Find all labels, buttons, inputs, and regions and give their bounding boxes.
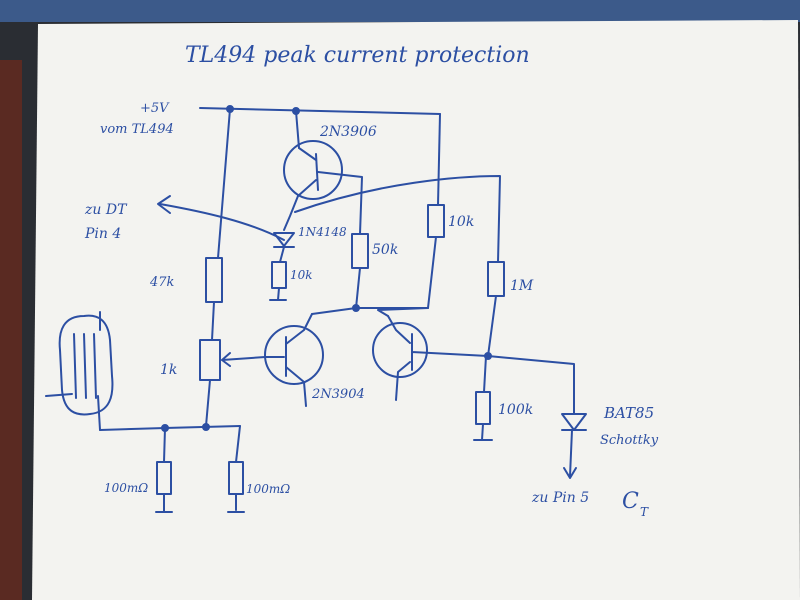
blue-strip [0,0,800,22]
wire [483,355,487,393]
paper-sheet [32,20,800,600]
mosfet-body [58,314,114,416]
wire [294,175,501,263]
wire [97,311,101,431]
red-edge [0,60,22,600]
label-2n3906: 2N3906 [319,124,377,140]
output-ct-symbol: C [622,489,639,514]
wire [285,313,313,407]
label-shunt-2: 100mΩ [246,482,290,496]
wire [569,429,573,477]
schematic [45,105,587,513]
wire [487,355,575,415]
supply-voltage-label: +5V [140,101,170,116]
label-1n4148: 1N4148 [298,225,347,239]
dt-wire [159,203,285,241]
wire [355,267,361,309]
ct-arrow [563,467,577,479]
transistor-npn-2-body [372,322,428,378]
wire [317,171,363,235]
transistor-2n3906-body [283,140,343,200]
wire [163,427,166,463]
junction-dot [202,423,210,431]
wire [297,147,317,197]
output-ct-subscript: T [640,505,649,519]
transistor-2n3904-body [264,325,324,385]
wire [283,195,299,231]
wire [155,493,173,513]
label-1m: 1M [510,278,534,294]
wire [377,307,429,317]
output-dt-label-1: zu DT [84,202,128,218]
wire [205,379,211,427]
label-2n3904: 2N3904 [311,387,365,402]
wire [411,333,489,371]
wire [473,423,493,441]
wire [437,113,441,206]
label-bat85: BAT85 [603,404,654,422]
label-10k-b: 10k [448,214,474,230]
wire [235,425,241,463]
diode-bat85 [561,413,587,431]
output-ct-label: zu Pin 5 [531,490,589,506]
label-47k: 47k [149,275,175,290]
wire [217,108,231,259]
wire [227,493,245,513]
dt-arrow [157,195,171,214]
pot-wiper [221,352,266,367]
label-10k-a: 10k [290,268,313,282]
wire [295,110,300,149]
label-1k: 1k [160,362,177,378]
wire [279,246,285,263]
wire [211,301,215,341]
label-100k: 100k [498,402,533,418]
label-schottky: Schottky [600,433,659,448]
supply-source-label: vom TL494 [100,122,174,137]
wire [487,295,497,357]
wire [269,287,287,301]
supply-rail [199,107,441,115]
wire [45,333,97,399]
wire [427,236,437,309]
output-dt-label-2: Pin 4 [84,226,121,242]
label-50k: 50k [372,242,398,258]
diagram-title: TL494 peak current protection [185,43,530,68]
label-shunt-1: 100mΩ [104,481,148,495]
wire [387,315,411,401]
